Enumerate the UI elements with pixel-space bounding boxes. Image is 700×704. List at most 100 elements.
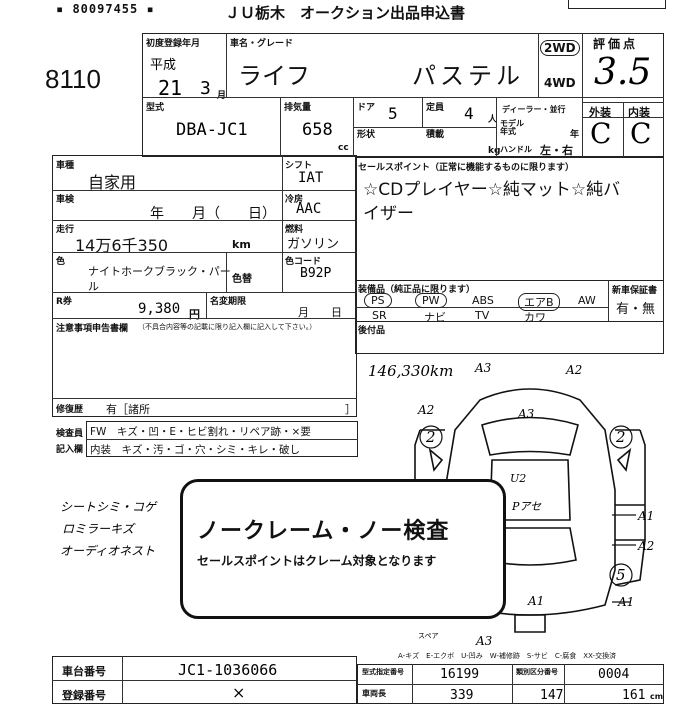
handle-label: ハンドル <box>500 145 532 154</box>
note-seat: シートシミ・コゲ <box>60 500 157 514</box>
check-label-1: 検査員 <box>56 429 84 439</box>
dealer-label: ディーラー・並行 <box>502 105 566 114</box>
class-code-value: 0004 <box>598 667 630 682</box>
load-unit: kg <box>488 146 501 156</box>
color-code-value: B92P <box>300 266 332 281</box>
damage-mark: A2 <box>565 363 582 377</box>
name-change-value: 月 日 <box>298 306 342 319</box>
type-code-value: 16199 <box>440 667 480 682</box>
spare-label: スペア <box>418 632 439 640</box>
damage-mark: A3 <box>517 407 535 421</box>
grade-score: 3.5 <box>594 52 652 93</box>
equip-pw: PW <box>415 293 447 308</box>
interior-label: 内装 <box>628 106 650 119</box>
damage-legend: A-キズ E-エクボ U-凹み W-補修跡 S-サビ C-腐食 XX-交換済 <box>398 652 617 660</box>
load-label: 積載 <box>426 130 445 140</box>
usage-value: 自家用 <box>88 173 137 192</box>
notes-label: 注意事項申告書欄 <box>56 324 129 334</box>
mileage-unit: km <box>232 238 251 251</box>
vehicle-name-label: 車名・グレード <box>230 39 294 49</box>
equipment-label: 装備品（純正品に限ります） <box>358 285 476 295</box>
repair-value: 有［諸所 <box>106 403 150 416</box>
doors-value: 5 <box>388 104 398 123</box>
equip-airbag: エアB <box>518 293 560 311</box>
repair-label: 修復歴 <box>56 405 84 415</box>
recycle-label: R券 <box>56 297 72 307</box>
damage-mark: A1 <box>637 509 654 523</box>
capacity-label: 定員 <box>426 103 445 113</box>
damage-mark: A2 <box>417 403 434 417</box>
capacity-unit: 人 <box>488 115 498 125</box>
name-change-label: 名変期限 <box>210 297 247 307</box>
sales-points-line-1: ☆CDプレイヤー☆純マット☆純バ <box>363 180 621 200</box>
check-label-2: 記入欄 <box>56 445 84 455</box>
handle-options: 左・右 <box>540 144 573 157</box>
after-market-label: 後付品 <box>358 326 386 336</box>
chassis-value: JC1-1036066 <box>178 661 278 679</box>
equip-tv: TV <box>475 309 490 322</box>
capacity-value: 4 <box>464 104 474 123</box>
ac-value: AAC <box>296 201 322 217</box>
width-value: 147 <box>540 688 564 703</box>
damage-mark: 2 <box>615 428 626 446</box>
exterior-label: 外装 <box>589 106 611 119</box>
disclaimer-subtitle: セールスポイントはクレーム対象となります <box>197 554 437 568</box>
shift-label: シフト <box>285 161 313 171</box>
recycle-value: 9,380 <box>138 301 181 317</box>
damage-mark: A1 <box>527 594 544 608</box>
exterior-grade: C <box>590 117 612 150</box>
damage-mark: A3 <box>475 634 493 648</box>
vehicle-grade: パステル <box>412 62 524 90</box>
fuel-label: 燃料 <box>285 225 304 235</box>
disclaimer-box <box>180 479 506 619</box>
registration-number-label: 登録番号 <box>62 689 106 702</box>
model-value: DBA-JC1 <box>176 120 248 140</box>
warranty-options: 有・無 <box>616 302 656 317</box>
damage-mark: A2 <box>637 539 654 553</box>
damage-mark: 2 <box>425 428 436 446</box>
lot-number: 8110 <box>45 64 101 94</box>
warranty-label: 新車保証書 <box>612 286 658 296</box>
sales-points-label: セールスポイント（正常に機能するものに限ります） <box>358 163 575 173</box>
color-value: ナイトホークブラック・パール <box>88 265 231 293</box>
check-row-exterior: FW キズ・凹・E・ヒビ割れ・リペア跡・×要 <box>90 426 311 438</box>
registration-era: 平成 <box>150 58 177 73</box>
grade-label: 評価点 <box>593 37 639 51</box>
drive-4wd: 4WD <box>544 76 576 90</box>
height-value: 161 <box>622 688 646 703</box>
displacement-unit: cc <box>338 143 349 153</box>
drive-2wd: 2WD <box>540 40 580 56</box>
registration-month: 3 <box>200 78 211 99</box>
disclaimer-title: ノークレーム・ノー検査 <box>197 519 450 544</box>
damage-mark: A3 <box>474 361 492 375</box>
top-right-corner <box>568 0 666 9</box>
odometer-note: 146,330km <box>368 362 454 380</box>
serial-number: ▪ 80097455 ▪ <box>56 2 155 16</box>
fuel-value: ガソリン <box>287 237 340 252</box>
check-row-interior: 内装 キズ・汚・ゴ・穴・シミ・キレ・破し <box>90 444 300 456</box>
note-mirror: ロミラーキズ <box>62 522 135 536</box>
equip-leather: カワ <box>524 311 546 324</box>
recycle-unit: 円 <box>189 308 200 321</box>
type-code-label: 型式指定番号 <box>362 668 404 676</box>
equip-sr: SR <box>372 309 387 322</box>
sales-points-line-2: イザー <box>363 204 414 224</box>
equip-navi: ナビ <box>424 311 446 324</box>
model-year-label: モデル年式 <box>500 119 524 136</box>
dimension-unit: cm <box>650 692 664 701</box>
inspection-label: 車検 <box>56 195 75 205</box>
equip-abs: ABS <box>472 294 494 307</box>
equip-aw: AW <box>578 294 596 307</box>
inspection-value: 年 月（ 日） <box>150 206 276 222</box>
length-label: 車両長 <box>362 689 386 698</box>
registration-year: 21 <box>158 76 183 100</box>
vehicle-name: ライフ <box>238 62 310 90</box>
registration-number-value: × <box>232 683 246 702</box>
displacement-label: 排気量 <box>284 103 312 113</box>
color-change-label: 色替 <box>232 274 252 285</box>
length-value: 339 <box>450 688 474 703</box>
chassis-label: 車台番号 <box>62 665 106 678</box>
doors-label: ドア <box>357 103 376 113</box>
interior-grade: C <box>630 117 652 150</box>
mileage-label: 走行 <box>56 225 75 235</box>
